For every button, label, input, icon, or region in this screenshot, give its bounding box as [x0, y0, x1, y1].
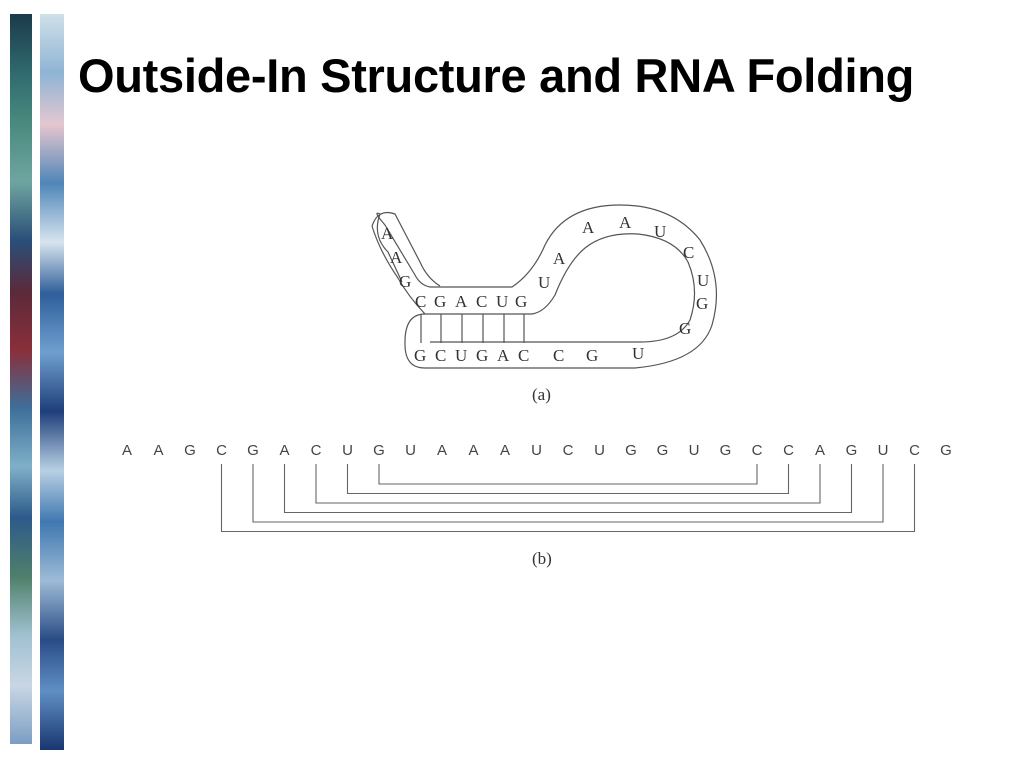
nt-stem-top: G — [434, 292, 446, 311]
nt-stem-top: C — [415, 292, 426, 311]
sequence-nucleotide: C — [311, 442, 322, 459]
sequence-nucleotide: U — [342, 442, 353, 459]
sequence-nucleotide: U — [594, 442, 605, 459]
pairing-bracket — [346, 464, 790, 495]
sequence-nucleotide: C — [563, 442, 574, 459]
sequence-nucleotide: G — [373, 442, 385, 459]
left-loop-outline-inner — [371, 225, 426, 315]
nt-right-loop: G — [679, 319, 691, 338]
nt-right-loop: C — [683, 243, 694, 262]
sequence-nucleotide: G — [846, 442, 858, 459]
nt-right-loop: A — [619, 213, 632, 232]
linear-pairing-diagram: A A G C G A C U G U A A A U C U G G U G C C A G U C G (b) — [122, 442, 952, 568]
sequence-nucleotide: A — [500, 442, 510, 459]
nt-stem-bottom: G — [586, 346, 598, 365]
pairing-bracket — [220, 464, 916, 533]
left-loop-outline — [371, 211, 441, 287]
slide-title: Outside-In Structure and RNA Folding — [78, 49, 915, 102]
decorative-stripe-right — [40, 14, 64, 750]
nt-left-loop: G — [399, 272, 411, 291]
sequence-nucleotide: U — [405, 442, 416, 459]
sequence-nucleotide: A — [437, 442, 447, 459]
pairing-brackets — [220, 464, 916, 533]
nt-left-loop: A — [390, 248, 403, 267]
nt-stem-top: C — [476, 292, 487, 311]
nt-stem-bottom: A — [497, 346, 510, 365]
nt-stem-bottom: G — [414, 346, 426, 365]
nt-stem-top: G — [515, 292, 527, 311]
nt-right-loop: U — [538, 273, 550, 292]
sequence-nucleotide: U — [878, 442, 889, 459]
sequence-nucleotide: G — [184, 442, 196, 459]
nt-stem-bottom: U — [455, 346, 467, 365]
sequence-nucleotide: G — [625, 442, 637, 459]
sequence-nucleotide: U — [689, 442, 700, 459]
sequence-nucleotide: G — [940, 442, 952, 459]
pairing-bracket — [378, 464, 758, 485]
nt-stem-top: A — [455, 292, 468, 311]
nt-left-loop: A — [381, 224, 394, 243]
sequence-nucleotide: U — [531, 442, 542, 459]
sequence-nucleotide: C — [752, 442, 763, 459]
figure-b-caption: (b) — [532, 549, 552, 568]
nt-stem-bottom: C — [518, 346, 529, 365]
sequence-nucleotide: C — [783, 442, 794, 459]
nt-stem-bottom: U — [632, 344, 644, 363]
rna-secondary-structure-diagram: A A G C G A C U G G C U G A C C G U U A … — [371, 204, 717, 404]
sequence-nucleotide: G — [247, 442, 259, 459]
pairing-bracket — [283, 464, 853, 514]
sequence-nucleotide: A — [815, 442, 825, 459]
pairing-bracket — [315, 464, 821, 504]
stem-base-pair-lines — [420, 314, 525, 343]
sequence-nucleotide: A — [122, 442, 132, 459]
strand-outline-inner — [404, 233, 696, 343]
sequence-nucleotide: C — [909, 442, 920, 459]
nt-stem-bottom: C — [435, 346, 446, 365]
pairing-bracket — [252, 464, 884, 523]
nt-right-loop: A — [553, 249, 566, 268]
nt-right-loop: U — [697, 271, 709, 290]
figure-a-caption: (a) — [532, 385, 551, 404]
sequence-nucleotide: A — [153, 442, 163, 459]
sequence-nucleotide: G — [657, 442, 669, 459]
nt-stem-bottom: G — [476, 346, 488, 365]
sequence-nucleotide: C — [216, 442, 227, 459]
decorative-stripe-left — [10, 14, 32, 744]
sequence-nucleotide: G — [720, 442, 732, 459]
nt-stem-top: U — [496, 292, 508, 311]
sequence-nucleotide: A — [279, 442, 289, 459]
nt-right-loop: G — [696, 294, 708, 313]
nt-right-loop: A — [582, 218, 595, 237]
nt-stem-bottom: C — [553, 346, 564, 365]
nt-right-loop: U — [654, 222, 666, 241]
sequence-nucleotide: A — [468, 442, 478, 459]
